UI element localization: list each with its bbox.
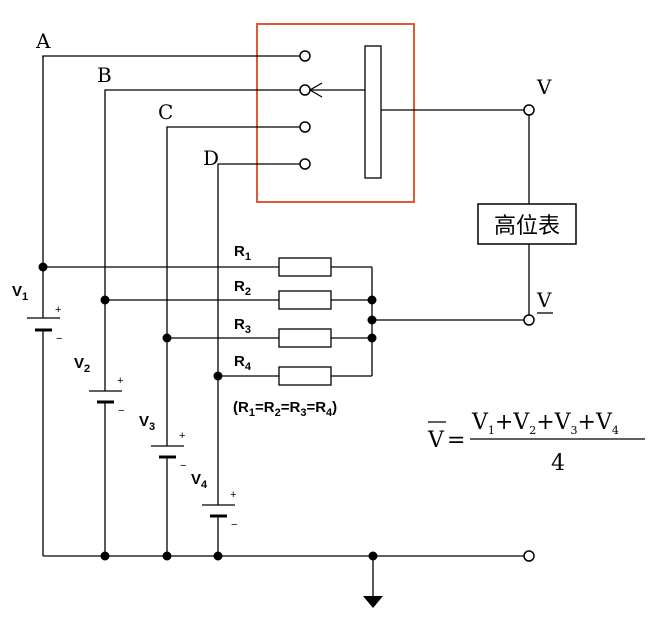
label-r1: R1 — [234, 243, 251, 263]
label-v1: V1 — [12, 283, 28, 303]
formula-equals: = — [447, 428, 465, 453]
switch-terminal-c — [299, 121, 311, 133]
label-d: D — [203, 146, 219, 170]
junction-nodes — [38, 262, 378, 561]
switch-terminal-b — [299, 84, 311, 96]
label-b: B — [97, 63, 112, 87]
label-r2: R2 — [234, 278, 251, 298]
wires — [42, 55, 530, 596]
formula-numerator: V1+V2+V3+V4 — [471, 410, 619, 437]
switch-terminal-a — [299, 50, 311, 62]
meter-box — [477, 203, 577, 245]
terminal-v — [523, 104, 535, 116]
formula-denominator: 4 — [551, 451, 565, 476]
resistor-r2 — [278, 290, 332, 310]
battery-v1-plus: + — [55, 304, 61, 316]
label-a: A — [35, 29, 51, 53]
label-v3: V3 — [139, 413, 155, 433]
battery-v4 — [202, 504, 235, 518]
battery-v4-plus: + — [230, 489, 236, 501]
terminal-ground — [523, 550, 535, 562]
battery-v3-minus: − — [180, 460, 186, 472]
label-v2: V2 — [74, 355, 90, 375]
battery-v2-plus: + — [117, 375, 123, 387]
label-v4: V4 — [191, 471, 208, 491]
resistor-equality-note: (R1=R2=R3=R4) — [233, 399, 337, 419]
ground-icon — [363, 596, 383, 608]
battery-v2-minus: − — [118, 405, 124, 417]
switch-slider-bar — [364, 45, 382, 179]
label-r3: R3 — [234, 316, 251, 336]
resistor-r4 — [278, 366, 332, 386]
label-c: C — [158, 100, 173, 124]
resistor-r1 — [278, 257, 332, 277]
meter-label: 高位表 — [494, 214, 560, 239]
label-terminal-vbar: V — [536, 288, 552, 312]
switch-box — [256, 23, 415, 203]
battery-v3 — [151, 445, 184, 459]
battery-v2 — [89, 390, 122, 404]
battery-v1 — [27, 317, 60, 332]
average-formula: V = V1+V2+V3+V4 4 — [427, 410, 645, 476]
resistor-r3 — [278, 328, 332, 348]
battery-v4-minus: − — [231, 519, 237, 531]
formula-lhs: V — [427, 428, 445, 453]
label-r4: R4 — [234, 353, 252, 373]
battery-v1-minus: − — [56, 333, 62, 345]
battery-v3-plus: + — [179, 430, 185, 442]
switch-terminal-d — [299, 158, 311, 170]
label-terminal-v: V — [536, 75, 552, 99]
terminal-vbar — [523, 314, 535, 326]
